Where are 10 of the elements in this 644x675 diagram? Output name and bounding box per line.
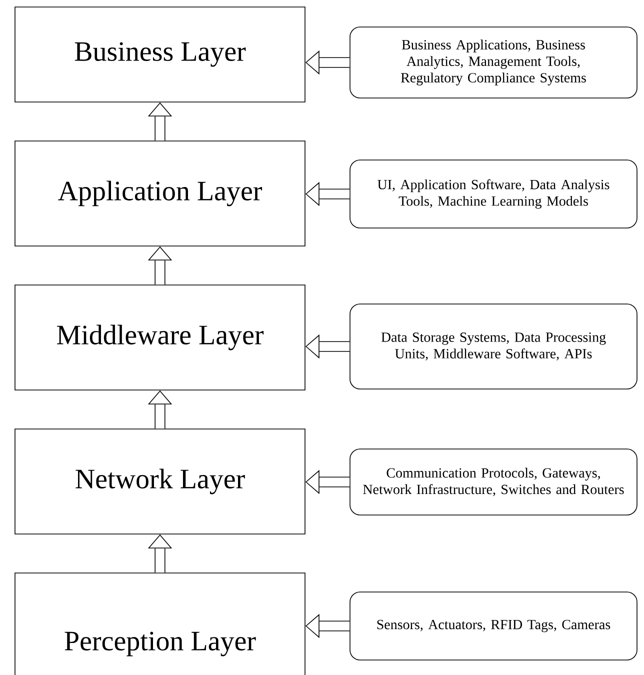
layer-box: Application Layer [14,140,306,246]
layer-box: Business Layer [14,6,306,102]
layer-box: Network Layer [14,428,306,534]
component-box: UI, Application Software, Data Analysis Tools, Machine Learning Models [350,160,638,228]
component-box: Communication Protocols, Gateways, Network Infrastructure, Switches and Routers [350,448,638,516]
component-box: Sensors, Actuators, RFID Tags, Cameras [350,592,638,660]
layer-box: Middleware Layer [14,284,306,390]
component-box: Business Applications, Business Analytics, Management Tools, Regulatory Compliance Systems [350,26,638,98]
layer-box: Perception Layer [14,572,306,675]
component-box: Data Storage Systems, Data Processing Units, Middleware Software, APIs [350,304,638,390]
